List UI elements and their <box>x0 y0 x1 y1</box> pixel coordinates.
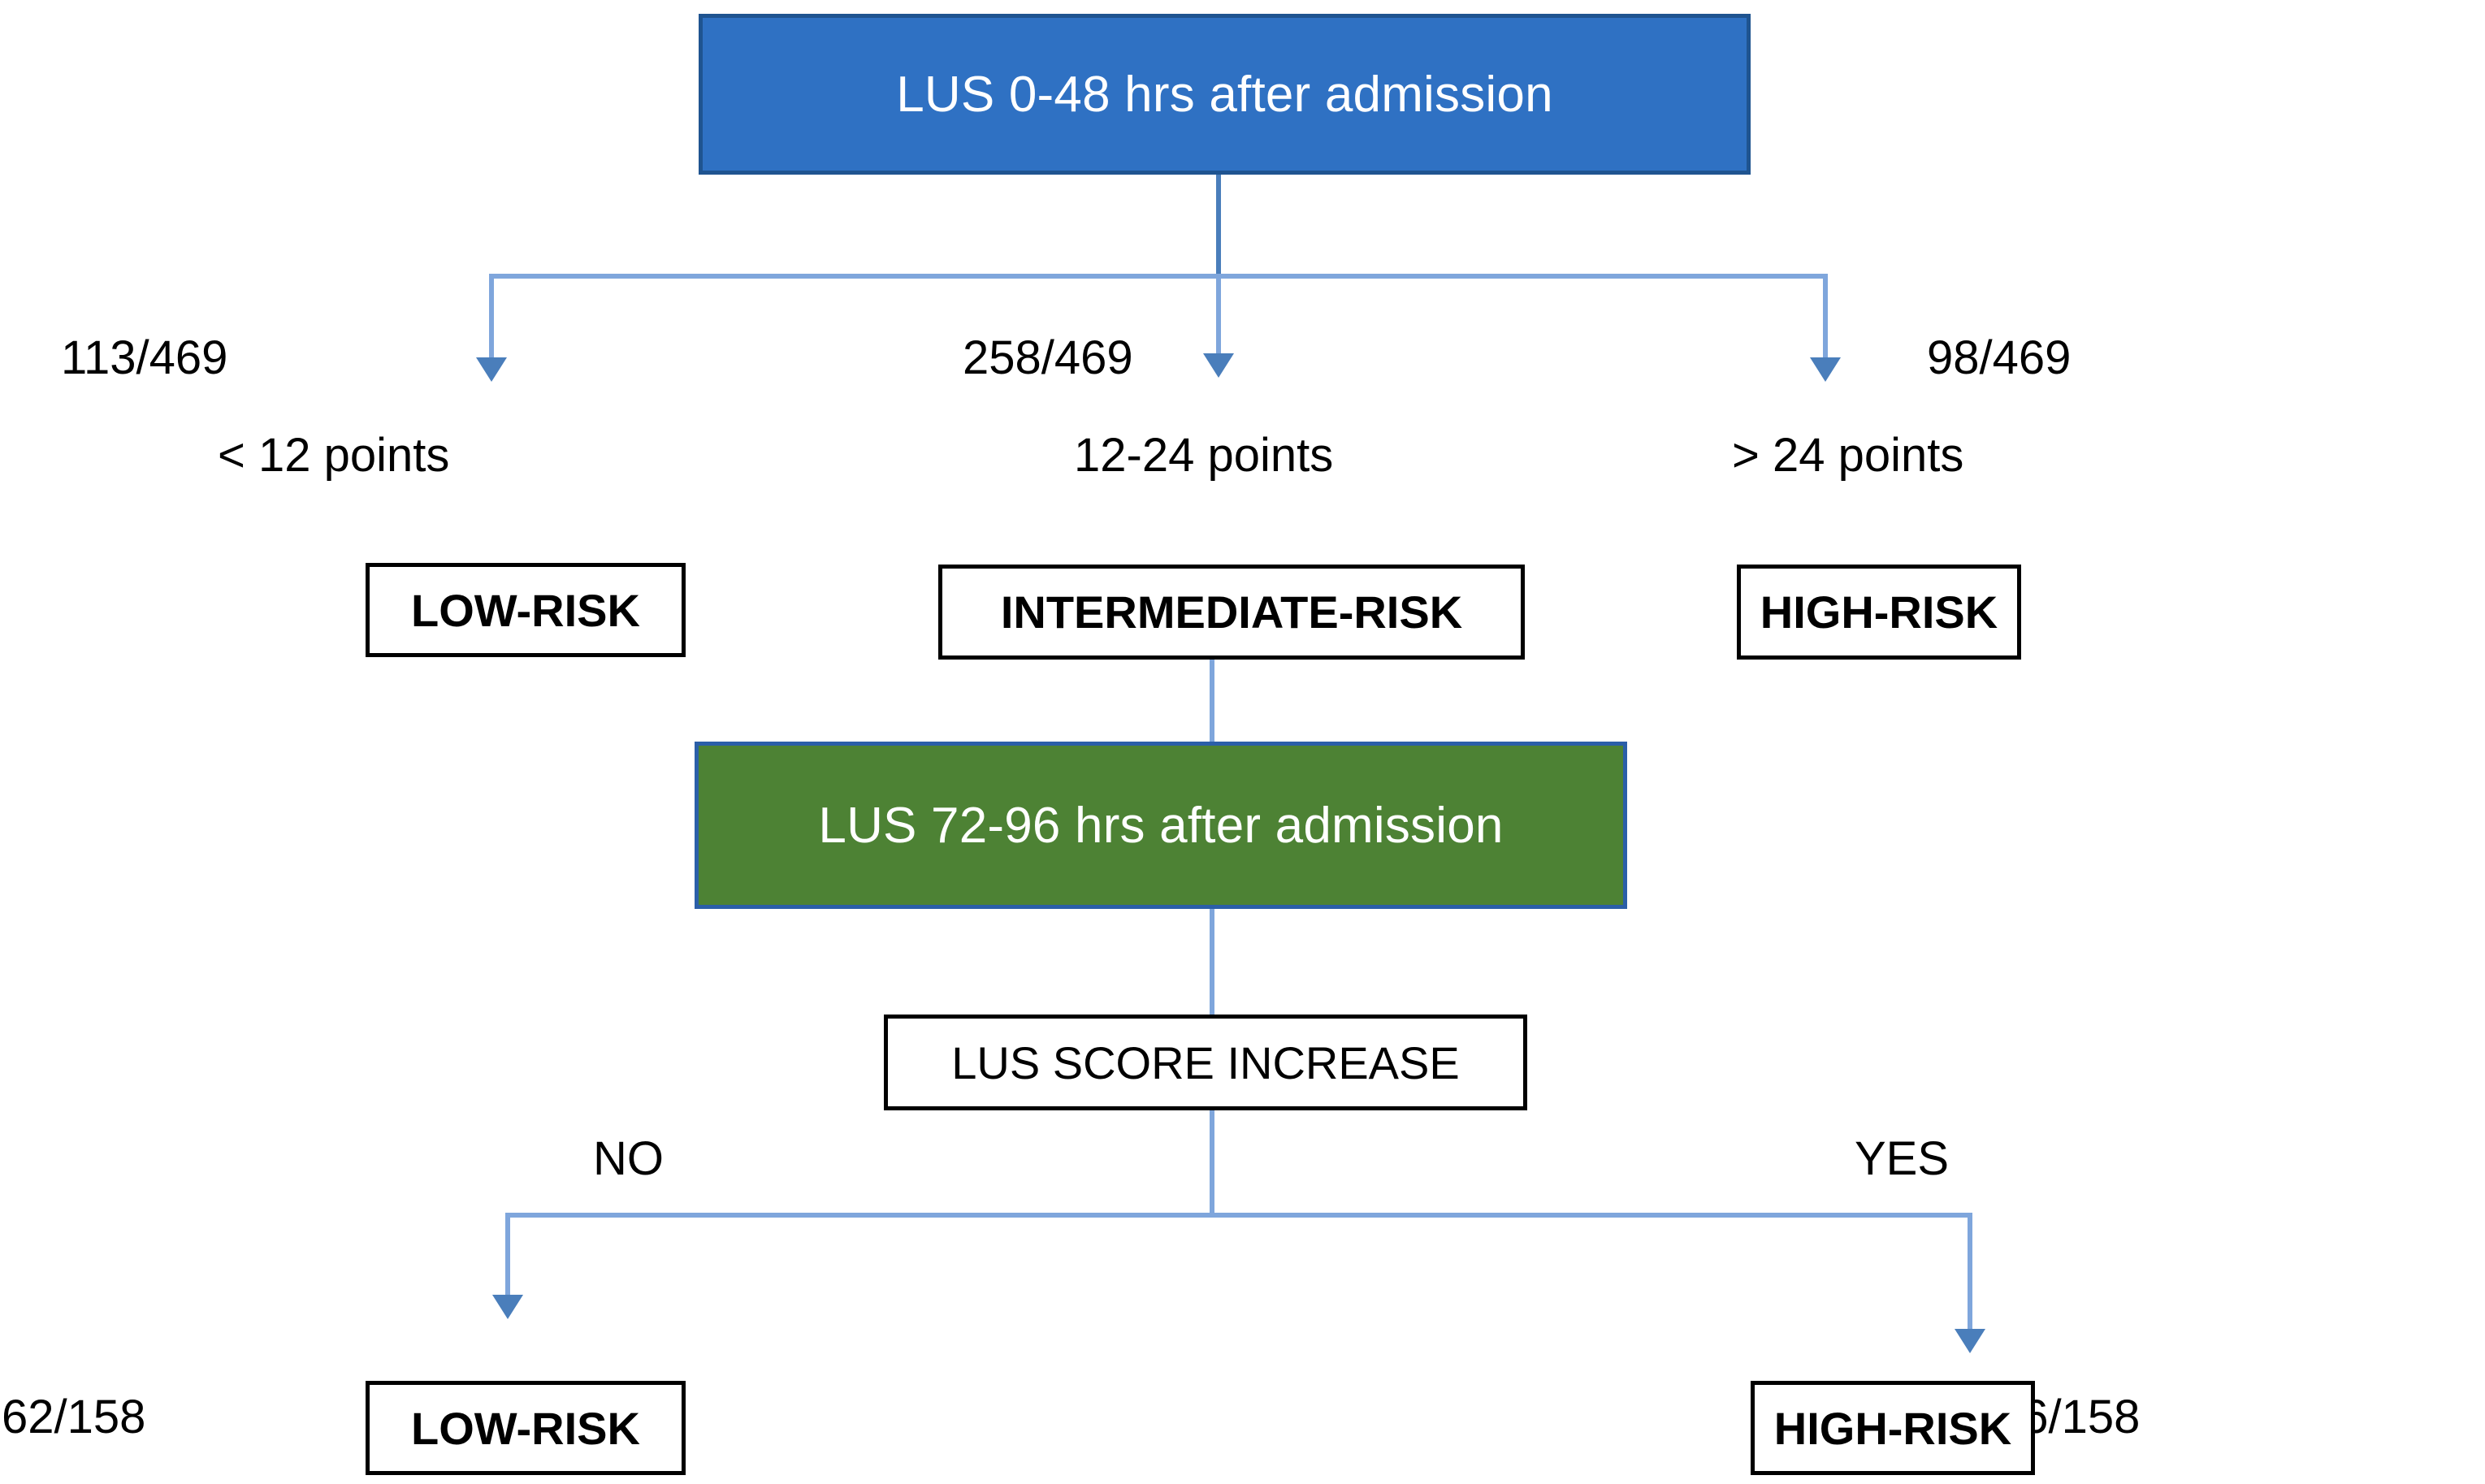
node-high-risk-followup[interactable]: HIGH-RISK <box>1751 1381 2035 1475</box>
connector-drop-intermediate <box>1216 274 1221 355</box>
count-high-risk-initial: 98/469 <box>1927 331 2072 384</box>
node-low-risk-initial[interactable]: LOW-RISK <box>366 563 686 657</box>
arrowhead-intermediate <box>1203 353 1234 378</box>
node-high-risk-initial[interactable]: HIGH-RISK <box>1737 565 2021 660</box>
branch-label-intermediate: 12-24 points <box>1074 429 1334 482</box>
arrowhead-high <box>1810 357 1841 382</box>
arrowhead-no <box>492 1295 523 1319</box>
arrowhead-yes <box>1955 1329 1985 1353</box>
branch-label-yes: YES <box>1855 1132 1950 1185</box>
arrowhead-low <box>476 357 507 382</box>
branch-label-high: > 24 points <box>1732 429 1964 482</box>
connector-split-bar-level2 <box>508 1213 1972 1218</box>
count-low-risk-followup: 62/158 <box>2 1391 146 1443</box>
connector-root-stem <box>1216 175 1221 275</box>
connector-second-scan-to-decision <box>1210 909 1214 1016</box>
branch-label-low: < 12 points <box>218 429 450 482</box>
node-intermediate-risk[interactable]: INTERMEDIATE-RISK <box>938 565 1525 660</box>
connector-drop-low <box>489 274 494 359</box>
connector-split-bar-level1 <box>491 274 1828 279</box>
connector-decision-stem <box>1210 1110 1214 1217</box>
count-intermediate-risk-initial: 258/469 <box>963 331 1133 384</box>
node-low-risk-followup[interactable]: LOW-RISK <box>366 1381 686 1475</box>
connector-drop-high <box>1823 274 1828 359</box>
node-lus-initial-scan[interactable]: LUS 0-48 hrs after admission <box>699 14 1751 175</box>
connector-drop-no <box>505 1213 510 1296</box>
node-lus-second-scan[interactable]: LUS 72-96 hrs after admission <box>695 742 1627 909</box>
connector-drop-yes <box>1968 1213 1972 1330</box>
branch-label-no: NO <box>593 1132 664 1185</box>
node-lus-score-increase[interactable]: LUS SCORE INCREASE <box>884 1015 1527 1110</box>
count-low-risk-initial: 113/469 <box>61 331 228 384</box>
connector-intermediate-to-second-scan <box>1210 660 1214 745</box>
